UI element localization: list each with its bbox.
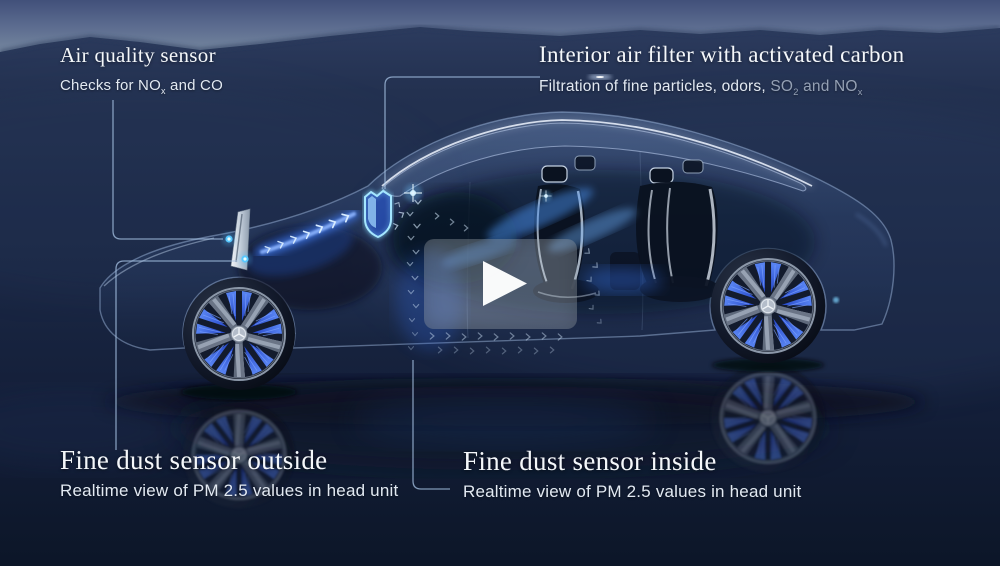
- callout-lines: [112, 76, 540, 490]
- fine-dust-inside-title: Fine dust sensor inside: [463, 446, 717, 476]
- line-air-quality: [112, 100, 223, 240]
- front-wheel: [181, 278, 297, 400]
- floor-reflections: [0, 364, 925, 509]
- air-quality-desc: Checks for NOx and CO: [60, 77, 223, 97]
- callout-fine-dust-inside: Fine dust sensor inside Realtime view of…: [463, 447, 801, 502]
- interior-filter-shield-icon: [363, 188, 393, 240]
- callout-interior-filter: Interior air filter with activated carbo…: [539, 42, 905, 98]
- line-dust-inside: [412, 360, 450, 490]
- play-button[interactable]: [424, 239, 577, 329]
- callout-fine-dust-outside: Fine dust sensor outside Realtime view o…: [60, 446, 398, 501]
- interior-filter-desc: Filtration of fine particles, odors, SO2…: [539, 78, 863, 98]
- fine-dust-outside-desc: Realtime view of PM 2.5 values in head u…: [60, 481, 399, 501]
- air-quality-sensor-device: [222, 208, 252, 271]
- line-dust-outside: [115, 260, 238, 450]
- rear-wheel: [711, 249, 825, 372]
- sensor-point-upper: [222, 232, 236, 246]
- fine-dust-inside-desc: Realtime view of PM 2.5 values in head u…: [463, 482, 802, 502]
- sensor-point-lower: [238, 252, 252, 266]
- line-interior-filter: [384, 76, 540, 189]
- line-glint: [588, 74, 612, 80]
- interior-filter-title: Interior air filter with activated carbo…: [539, 42, 905, 67]
- callout-air-quality: Air quality sensor Checks for NOx and CO: [60, 43, 223, 97]
- fine-dust-outside-title: Fine dust sensor outside: [60, 445, 328, 475]
- air-quality-title: Air quality sensor: [60, 43, 216, 67]
- play-icon: [483, 261, 527, 306]
